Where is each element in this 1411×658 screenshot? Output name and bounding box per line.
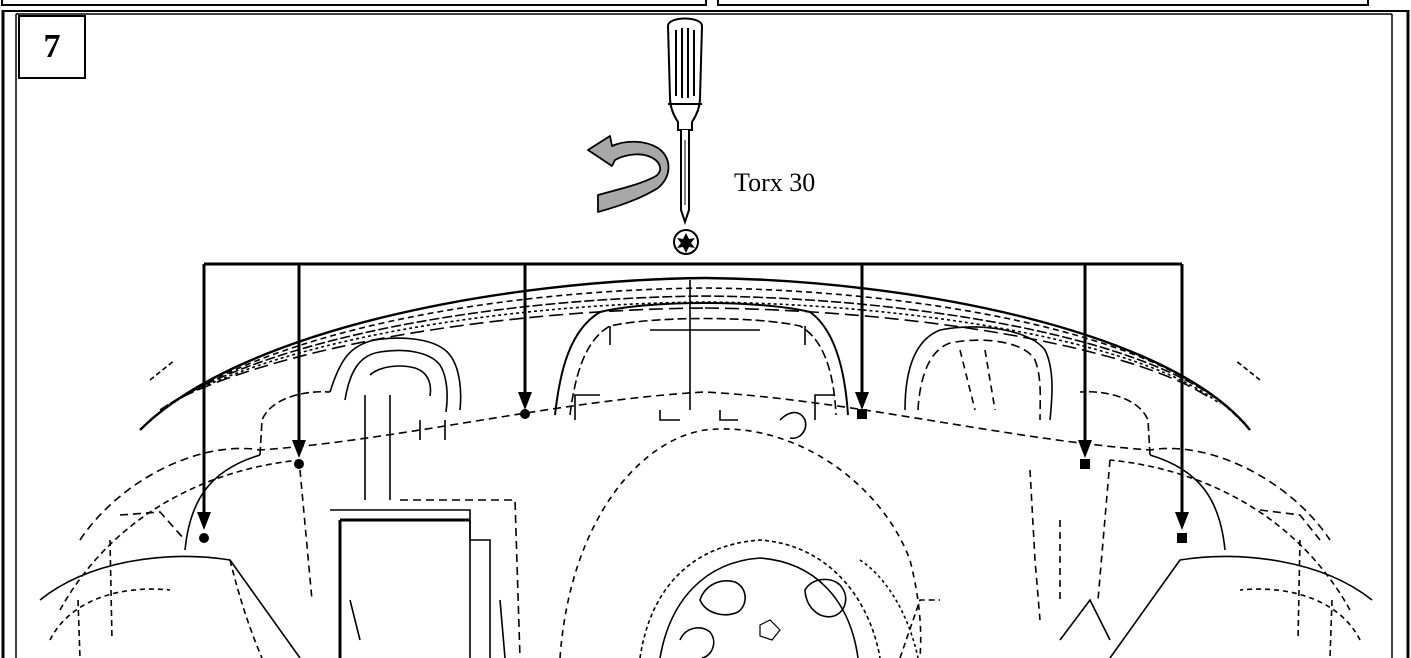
screwdriver-icon [666,17,704,226]
screw-2 [294,459,304,469]
screw-3 [520,409,530,419]
screw-1 [199,533,209,543]
counterclockwise-arrow-icon [587,135,670,213]
tool-size-label: Torx 30 [734,168,816,197]
car-rear-outline [39,276,1373,658]
screw-leader-lines [202,262,1184,520]
arrowhead-5 [1078,440,1092,458]
arrowhead-2 [292,440,306,458]
screw-6 [1177,533,1187,543]
screw-4 [857,409,867,419]
arrowhead-3 [518,392,532,410]
torx-star-icon [673,229,699,255]
step-number-box: 7 [18,15,86,79]
step-number: 7 [43,28,61,65]
arrowhead-4 [855,392,869,410]
screw-points [199,409,1187,543]
arrowhead-1 [197,512,211,530]
arrowhead-6 [1175,512,1189,530]
screw-5 [1080,459,1090,469]
screw-leader-arrowheads [197,392,1189,530]
